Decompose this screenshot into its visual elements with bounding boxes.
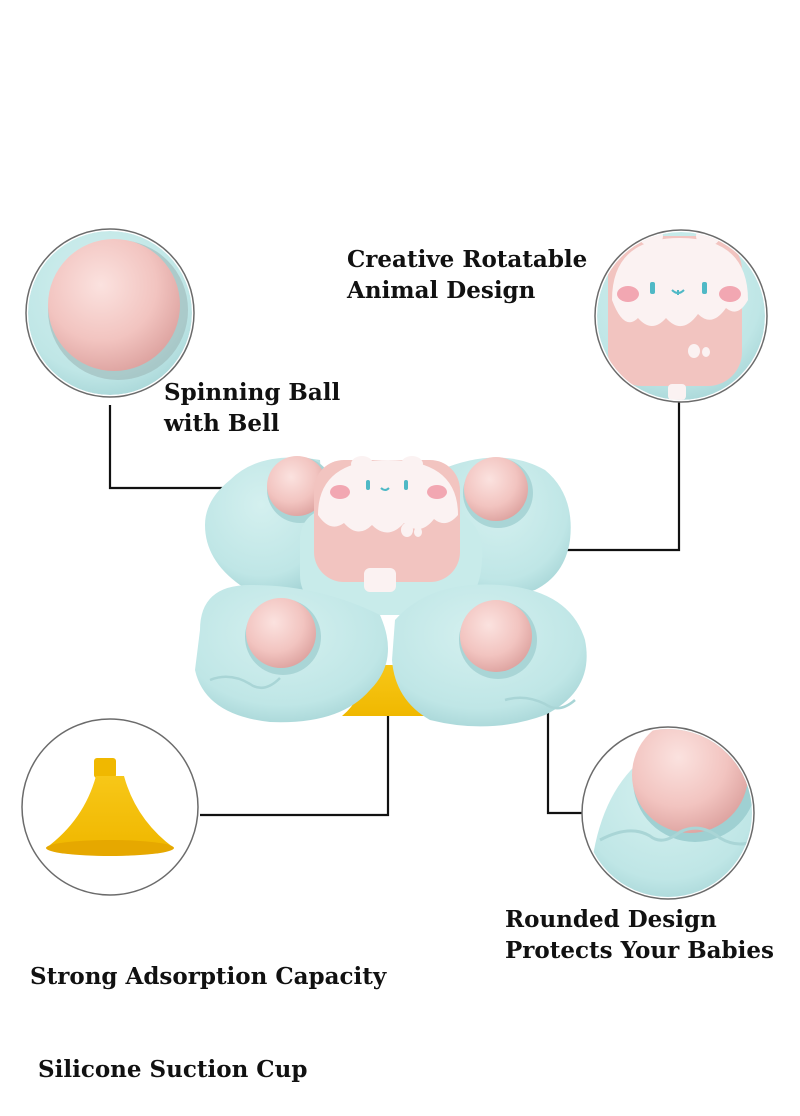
- petal-bottom-left: [195, 585, 388, 723]
- callout-spinning-ball: [25, 228, 195, 398]
- bunny-head: [314, 456, 460, 592]
- label-spinning-ball-line1: Spinning Ball: [164, 379, 341, 406]
- label-animal-design-line2: Animal Design: [347, 277, 536, 304]
- spinner-toy: [195, 456, 587, 727]
- label-spinning-ball: Spinning Ball with Bell: [164, 377, 340, 439]
- petal-bottom-right: [392, 584, 587, 727]
- callout-animal-design: [594, 229, 768, 403]
- label-rounded-design-line2: Protects Your Babies: [505, 937, 774, 964]
- label-spinning-ball-line2: with Bell: [164, 410, 280, 437]
- petal-top-left: [205, 456, 333, 593]
- label-suction-cup: Strong Adsorption Capacity Silicone Suct…: [30, 899, 386, 1116]
- label-suction-cup-line2: Silicone Suction Cup: [30, 1056, 308, 1083]
- suction-cup-icon: [46, 758, 174, 856]
- rounded-edge-icon: [584, 729, 752, 897]
- pink-ball-icon: [48, 239, 188, 380]
- line-suction-cup: [200, 690, 390, 817]
- label-animal-design: Creative Rotatable Animal Design: [347, 244, 587, 306]
- label-animal-design-line1: Creative Rotatable: [347, 246, 588, 273]
- label-rounded-design: Rounded Design Protects Your Babies: [505, 904, 774, 966]
- line-rounded-design: [546, 683, 585, 815]
- label-rounded-design-line1: Rounded Design: [505, 906, 717, 933]
- illustration: [21, 228, 768, 900]
- callout-rounded-design: [581, 726, 755, 900]
- callout-suction-cup: [21, 718, 199, 896]
- label-suction-cup-line1: Strong Adsorption Capacity: [30, 963, 387, 990]
- bunny-face-icon: [608, 232, 748, 400]
- product-infographic: Spinning Ball with Bell Creative Rotatab…: [21, 228, 774, 1083]
